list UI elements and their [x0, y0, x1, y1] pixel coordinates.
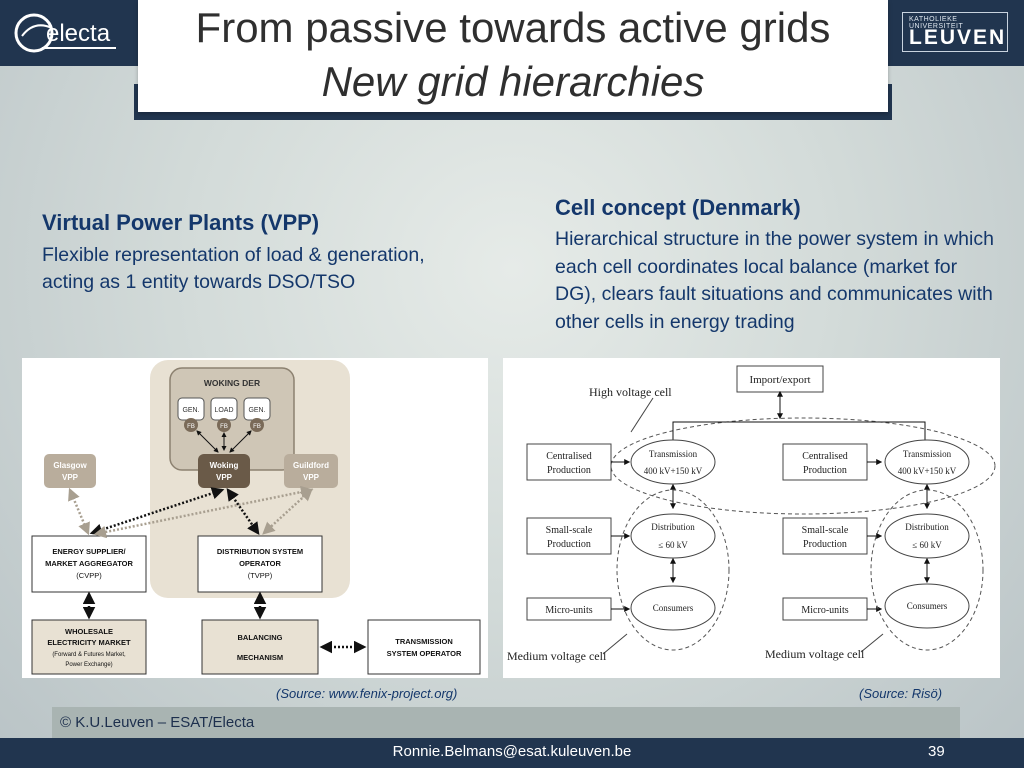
woking-der-label: WOKING DER [204, 378, 260, 388]
dso-l1: DISTRIBUTION SYSTEM [217, 547, 303, 556]
tso-l1: TRANSMISSION [395, 637, 453, 646]
gen-label-1: GEN. [182, 407, 199, 414]
distribution-v-right: ≤ 60 kV [912, 540, 942, 550]
dso-l2: OPERATOR [239, 559, 281, 568]
gen-label-2: GEN. [248, 407, 265, 414]
consumers-ellipse-right [884, 583, 970, 629]
balancing-l2: MECHANISM [237, 653, 283, 662]
page-number: 39 [928, 743, 945, 760]
fb-label-1: FB [187, 424, 195, 430]
transmission-v-left: 400 kV+150 kV [644, 466, 703, 476]
author-email: Ronnie.Belmans@esat.kuleuven.be [392, 743, 632, 760]
source-left: (Source: www.fenix-project.org) [276, 686, 458, 701]
import-export-box [736, 365, 824, 393]
wholesale-l2: ELECTRICITY MARKET [47, 638, 131, 647]
wholesale-l1: WHOLESALE [65, 627, 113, 636]
centralised-box-left [526, 443, 612, 481]
centralised-l1-right: Centralised [802, 451, 848, 462]
distribution-right: Distribution [905, 522, 949, 532]
guildford-vpp-box [284, 454, 338, 488]
distribution-ellipse-right [884, 513, 970, 559]
title-box: From passive towards active grids New gr… [138, 0, 888, 112]
ku-leuven-logo-big: LEUVEN [909, 26, 1007, 49]
slide-subtitle: New grid hierarchies [321, 58, 705, 105]
source-right: (Source: Risö) [859, 686, 943, 701]
transmission-ellipse-right [884, 439, 970, 485]
import-export-label: Import/export [749, 374, 810, 386]
guildford-vpp-l2: VPP [303, 473, 320, 482]
consumers-ellipse-left [630, 585, 716, 631]
electa-logo-text: electa [46, 20, 111, 47]
guildford-vpp-l1: Guildford [293, 461, 329, 470]
energy-l1: ENERGY SUPPLIER/ [52, 547, 126, 556]
centralised-box-right [782, 443, 868, 481]
bottom-bar [0, 738, 1024, 768]
hv-cell-ellipse [610, 417, 996, 515]
centralised-l2-right: Production [803, 465, 847, 476]
transmission-right: Transmission [903, 449, 952, 459]
smallscale-l2-right: Production [803, 539, 847, 550]
distribution-v-left: ≤ 60 kV [658, 540, 688, 550]
wholesale-l4: Power Exchange) [65, 662, 112, 668]
smallscale-l1-right: Small-scale [802, 525, 849, 536]
consumers-left: Consumers [653, 603, 694, 613]
transmission-left: Transmission [649, 449, 698, 459]
centralised-l1-left: Centralised [546, 451, 592, 462]
centralised-l2-left: Production [547, 465, 591, 476]
microunits-right: Micro-units [801, 605, 848, 616]
copyright-bar: © K.U.Leuven – ESAT/Electa [52, 707, 960, 738]
woking-vpp-box [198, 454, 250, 488]
wholesale-l3: (Forward & Futures Market, [52, 652, 126, 658]
vpp-diagram: WOKING DER GEN. LOAD GEN. FB FB FB Wokin… [22, 358, 488, 678]
transmission-v-right: 400 kV+150 kV [898, 466, 957, 476]
dso-l3: (TVPP) [248, 571, 273, 580]
distribution-left: Distribution [651, 522, 695, 532]
vpp-description: Flexible representation of load & genera… [42, 244, 425, 293]
cell-description: Hierarchical structure in the power syst… [555, 228, 994, 333]
ku-leuven-logo: KATHOLIEKE UNIVERSITEIT LEUVEN [902, 12, 1008, 52]
mv-cell-ellipse-left [616, 489, 730, 651]
mv-cell-ellipse-right [870, 489, 984, 651]
electa-logo: electa [14, 13, 116, 53]
hv-cell-label: High voltage cell [589, 385, 672, 399]
cell-heading: Cell concept (Denmark) [555, 195, 801, 220]
load-label: LOAD [214, 407, 233, 414]
wholesale-box [31, 619, 147, 675]
smallscale-l2-left: Production [547, 539, 591, 550]
mv-cell-label-left: Medium voltage cell [507, 649, 607, 663]
energy-l2: MARKET AGGREGATOR [45, 559, 133, 568]
smallscale-box-right [782, 517, 868, 555]
consumers-right: Consumers [907, 601, 948, 611]
glasgow-vpp-box [44, 454, 96, 488]
energy-l3: (CVPP) [76, 571, 102, 580]
ku-leuven-logo-small: KATHOLIEKE UNIVERSITEIT [909, 16, 964, 30]
balancing-l1: BALANCING [238, 633, 283, 642]
tso-box [367, 619, 481, 675]
vpp-heading: Virtual Power Plants (VPP) [42, 210, 320, 235]
distribution-ellipse-left [630, 513, 716, 559]
woking-vpp-l2: VPP [216, 473, 233, 482]
transmission-ellipse-left [630, 439, 716, 485]
mv-cell-label-right: Medium voltage cell [765, 647, 865, 661]
glasgow-vpp-l2: VPP [62, 473, 79, 482]
microunits-left: Micro-units [545, 605, 592, 616]
woking-vpp-l1: Woking [210, 461, 239, 470]
slide-title: From passive towards active grids [195, 4, 831, 51]
glasgow-vpp-l1: Glasgow [53, 461, 87, 470]
copyright-text: © K.U.Leuven – ESAT/Electa [60, 714, 255, 731]
fb-label-3: FB [253, 424, 261, 430]
fb-label-2: FB [220, 424, 228, 430]
balancing-box [201, 619, 319, 675]
tso-l2: SYSTEM OPERATOR [387, 649, 462, 658]
smallscale-l1-left: Small-scale [546, 525, 593, 536]
cell-diagram: Import/export High voltage cell Centrali… [503, 358, 1000, 678]
